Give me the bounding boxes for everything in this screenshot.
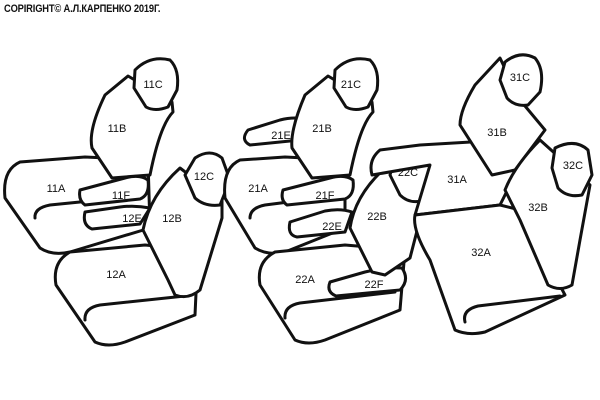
seat-group-3 bbox=[369, 53, 594, 336]
seat-group-2 bbox=[223, 57, 437, 345]
part-11C bbox=[132, 57, 180, 111]
label-12B: 12B bbox=[162, 213, 182, 225]
part-21F bbox=[280, 174, 355, 207]
label-21B: 21B bbox=[312, 123, 332, 135]
part-12E bbox=[82, 204, 152, 231]
label-21C: 21C bbox=[341, 79, 361, 91]
label-22E: 22E bbox=[322, 221, 342, 233]
copyright-text: COPIRIGHT© А.Л.КАРПЕНКО 2019Г. bbox=[4, 3, 161, 15]
label-21E: 21E bbox=[271, 130, 291, 142]
label-11A: 11A bbox=[47, 183, 66, 195]
label-22B: 22B bbox=[367, 211, 387, 223]
seat-group-1 bbox=[3, 57, 232, 347]
label-11B: 11B bbox=[108, 123, 127, 135]
part-21C bbox=[332, 57, 380, 111]
label-32A: 32A bbox=[471, 247, 491, 259]
part-22E bbox=[287, 208, 354, 239]
part-11F bbox=[78, 174, 150, 207]
part-31A bbox=[369, 138, 517, 217]
part-32C bbox=[550, 142, 594, 198]
label-31A: 31A bbox=[447, 174, 467, 186]
part-12C bbox=[183, 151, 232, 207]
label-22F: 22F bbox=[365, 279, 384, 291]
label-11F: 11F bbox=[112, 190, 130, 202]
label-32C: 32C bbox=[563, 160, 583, 172]
label-12E: 12E bbox=[122, 213, 142, 225]
label-12C: 12C bbox=[194, 171, 214, 183]
part-labels: 11C 11B 11A 11F 12E 12B 12C 12A 21C 21B … bbox=[47, 72, 584, 291]
part-31C bbox=[498, 53, 544, 107]
label-21A: 21A bbox=[248, 183, 268, 195]
label-31C: 31C bbox=[510, 72, 530, 84]
label-12A: 12A bbox=[106, 269, 126, 281]
label-31B: 31B bbox=[487, 127, 507, 139]
label-32B: 32B bbox=[528, 202, 548, 214]
label-21F: 21F bbox=[316, 190, 335, 202]
label-11C: 11C bbox=[143, 79, 162, 91]
label-22C: 22C bbox=[398, 167, 418, 179]
label-22A: 22A bbox=[295, 274, 315, 286]
